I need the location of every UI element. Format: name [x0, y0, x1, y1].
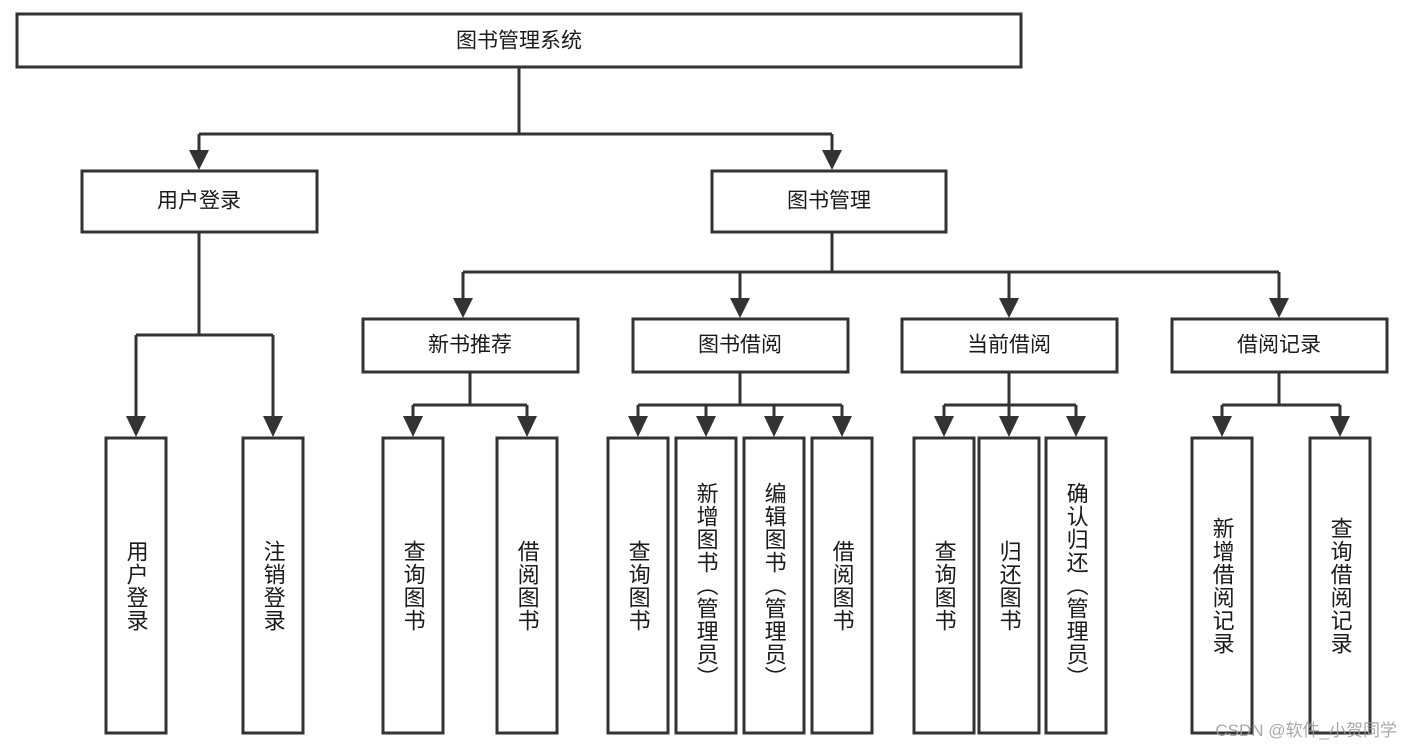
- connector-root-to-level2: [189, 67, 842, 170]
- node-new-book-recommend-label: 新书推荐: [428, 334, 512, 357]
- connector-currentborrow-to-leaves: [934, 372, 1086, 437]
- node-current-borrow[interactable]: 当前借阅: [900, 317, 1119, 374]
- csdn-watermark: CSDN @软件_小贺同学: [1215, 721, 1397, 740]
- node-book-borrow[interactable]: 图书借阅: [631, 317, 850, 374]
- leaf-box-borrow-record-1[interactable]: [1308, 436, 1372, 735]
- leaf-box-user-login-1[interactable]: [241, 436, 305, 735]
- node-borrow-record[interactable]: 借阅记录: [1170, 317, 1389, 374]
- leaf-box-current-borrow-0[interactable]: [912, 436, 976, 735]
- node-current-borrow-label: 当前借阅: [967, 334, 1051, 357]
- leaf-box-new-book-1[interactable]: [495, 436, 559, 735]
- connector-bookmgmt-to-level3: [453, 232, 1289, 318]
- node-user-login-label: 用户登录: [157, 190, 241, 213]
- node-borrow-record-label: 借阅记录: [1237, 334, 1321, 357]
- leaf-box-book-borrow-0[interactable]: [606, 436, 670, 735]
- leaf-box-borrow-record-0[interactable]: [1190, 436, 1254, 735]
- leaf-box-book-borrow-3[interactable]: [810, 436, 874, 735]
- leaf-box-new-book-0[interactable]: [381, 436, 445, 735]
- leaf-box-book-borrow-2[interactable]: [742, 436, 806, 735]
- connector-userlogin-to-leaves: [126, 232, 283, 437]
- node-book-management[interactable]: 图书管理: [710, 169, 948, 234]
- node-root-label: 图书管理系统: [456, 30, 582, 53]
- leaf-box-current-borrow-1[interactable]: [977, 436, 1041, 735]
- node-new-book-recommend[interactable]: 新书推荐: [361, 317, 580, 374]
- node-book-management-label: 图书管理: [787, 190, 871, 213]
- node-book-borrow-label: 图书借阅: [698, 334, 782, 357]
- leaf-box-book-borrow-1[interactable]: [674, 436, 738, 735]
- connector-borrowrecord-to-leaves: [1212, 372, 1350, 437]
- node-user-login[interactable]: 用户登录: [80, 169, 319, 234]
- leaf-box-user-login-0[interactable]: [104, 436, 168, 735]
- leaf-box-current-borrow-2[interactable]: [1044, 436, 1108, 735]
- connector-newbook-to-leaves: [403, 372, 537, 437]
- node-root[interactable]: 图书管理系统: [15, 12, 1023, 69]
- connector-bookborrow-to-leaves: [628, 372, 852, 437]
